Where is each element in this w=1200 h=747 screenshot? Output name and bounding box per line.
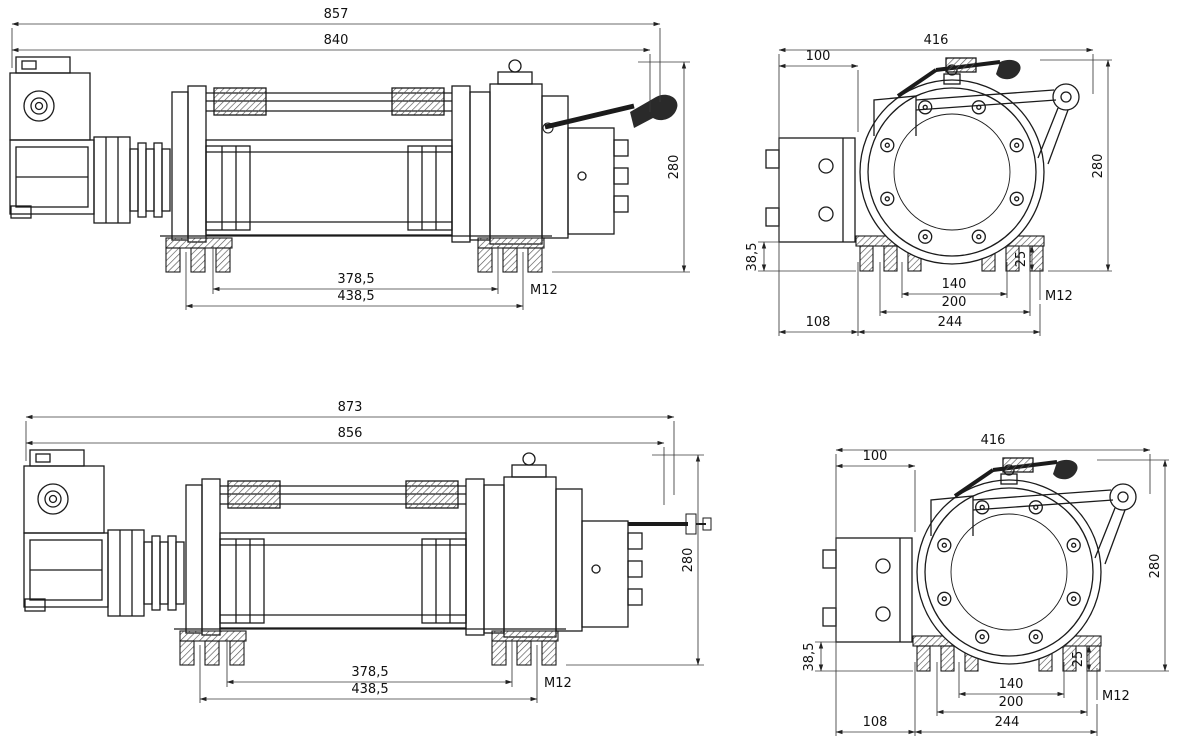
clutch-lever-a: [542, 94, 678, 134]
winch-end-geometry: [764, 56, 1081, 273]
dim-height: 280: [1148, 554, 1163, 579]
dim-height: 280: [681, 548, 696, 573]
dim-base-height: 38,5: [745, 243, 760, 272]
hook-icon: [630, 94, 678, 128]
dim-base-length: 438,5: [351, 682, 388, 697]
dim-height: 280: [1091, 154, 1106, 179]
dims-side-a: 857 840 280 378,5 438,5 M12: [11, 7, 690, 310]
view-side-b: 873 856 280 378,5 438,5 M12: [23, 400, 712, 703]
dim-base-width: 244: [938, 315, 963, 330]
dim-hole-spacing: 140: [999, 677, 1024, 692]
dims-side-b: 873 856 280 378,5 438,5 M12: [25, 400, 704, 703]
winch-side-geometry: [23, 449, 643, 666]
dim-mount-width: 200: [942, 295, 967, 310]
dim-side-offset: 108: [806, 315, 831, 330]
dim-overall-length: 857: [324, 7, 349, 22]
clutch-lever-b: [628, 513, 712, 535]
dim-base-length: 438,5: [337, 289, 374, 304]
dim-side-offset: 108: [863, 715, 888, 730]
view-end-b: 416 100 280 38,5 25 140 200 M12 108 244: [802, 433, 1169, 736]
dim-body-length: 840: [324, 33, 349, 48]
dim-height: 280: [667, 155, 682, 180]
dim-foot-height: 25: [1014, 251, 1029, 268]
dims-end-a: 416 100 280 38,5 25 140 200 M12 108 244: [745, 33, 1112, 336]
dim-hole-spacing: 140: [942, 277, 967, 292]
winch-side-geometry: [9, 56, 629, 273]
dim-base-height: 38,5: [802, 643, 817, 672]
thread-callout: M12: [1045, 289, 1073, 304]
dim-width: 416: [981, 433, 1006, 448]
dim-base-width: 244: [995, 715, 1020, 730]
dim-drum-length: 378,5: [337, 272, 374, 287]
dim-mount-width: 200: [999, 695, 1024, 710]
winch-end-geometry: [821, 456, 1138, 673]
thread-callout: M12: [1102, 689, 1130, 704]
thread-callout: M12: [530, 283, 558, 298]
thread-callout: M12: [544, 676, 572, 691]
dim-bracket-offset: 100: [863, 449, 888, 464]
dim-foot-height: 25: [1071, 651, 1086, 668]
dim-width: 416: [924, 33, 949, 48]
dim-drum-length: 378,5: [351, 665, 388, 680]
view-side-a: 857 840 280 378,5 438,5 M12: [9, 7, 690, 310]
dim-overall-length: 873: [338, 400, 363, 415]
dims-end-b: 416 100 280 38,5 25 140 200 M12 108 244: [802, 433, 1169, 736]
view-end-a: 416 100 280 38,5 25 140 200 M12 108 244: [745, 33, 1112, 336]
dim-body-length: 856: [338, 426, 363, 441]
dim-bracket-offset: 100: [806, 49, 831, 64]
